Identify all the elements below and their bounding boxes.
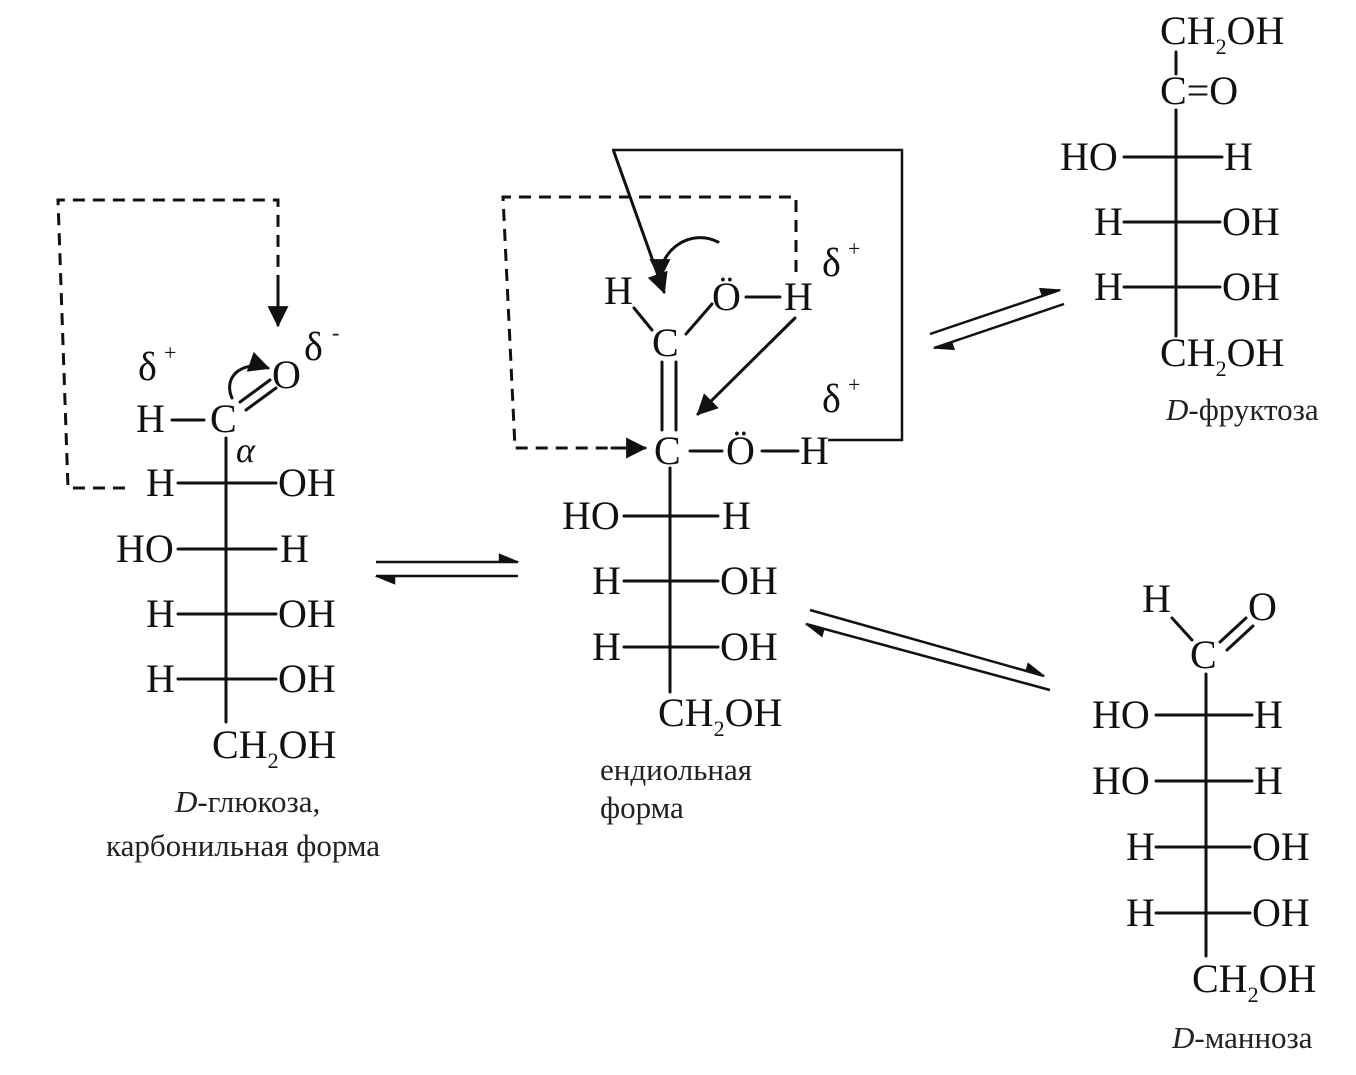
glucose-structure: δ + O δ - H C α H OH HO H H OH H OH CH2O… bbox=[56, 198, 339, 773]
glucose-delta-minus-sign: - bbox=[332, 320, 339, 345]
enediol-delta-1-sign: + bbox=[848, 236, 860, 261]
enediol-c2: C bbox=[654, 428, 681, 473]
fructose-r2-left: H bbox=[1094, 199, 1123, 244]
enediol-delta-2-sign: + bbox=[848, 372, 860, 397]
mannose-caption: D-манноза bbox=[1171, 1020, 1313, 1055]
equilibrium-arrows-2 bbox=[929, 287, 1065, 351]
fructose-r1-right: H bbox=[1224, 134, 1253, 179]
equilibrium-arrows-1 bbox=[374, 553, 520, 585]
glucose-caption-line1: D-глюкоза, bbox=[174, 784, 320, 819]
enediol-h2: H bbox=[800, 428, 829, 473]
mannose-r3-right: OH bbox=[1252, 824, 1310, 869]
glucose-c1: C bbox=[210, 396, 237, 441]
fructose-r2-right: OH bbox=[1222, 199, 1280, 244]
enediol-r1-right: H bbox=[722, 493, 751, 538]
glucose-aldehyde-h: H bbox=[136, 396, 165, 441]
enediol-r2-left: H bbox=[592, 558, 621, 603]
enediol-delta-2: δ bbox=[822, 376, 841, 421]
mannose-aldehyde-h: H bbox=[1142, 576, 1171, 621]
mannose-structure: H C O HO H HO H H OH H OH CH2OH bbox=[1092, 576, 1316, 1007]
equilibrium-arrows-3 bbox=[804, 608, 1051, 692]
mannose-r4-right: OH bbox=[1252, 890, 1310, 935]
enediol-structure: H C Ö H δ + C Ö H δ + HO H H OH H OH CH2… bbox=[501, 148, 904, 741]
enediol-h1: H bbox=[784, 274, 813, 319]
mannose-r1-left: HO bbox=[1092, 692, 1150, 737]
glucose-ch2oh: CH2OH bbox=[212, 722, 336, 773]
enediol-solid-path bbox=[612, 148, 904, 442]
enediol-dashed-path bbox=[501, 195, 798, 450]
glucose-co-bond-2 bbox=[244, 386, 278, 412]
fructose-ch2oh-top: CH2OH bbox=[1160, 8, 1284, 59]
mannose-r3-left: H bbox=[1126, 824, 1155, 869]
enediol-diagonal-arrow bbox=[696, 316, 797, 416]
fructose-caption: D-фруктоза bbox=[1165, 392, 1319, 427]
glucose-caption-line2: карбонильная форма bbox=[106, 828, 380, 863]
glucose-r2-left: HO bbox=[116, 526, 174, 571]
enediol-caption-line2: форма bbox=[600, 790, 684, 825]
enediol-r2-right: OH bbox=[720, 558, 778, 603]
enediol-r1-left: HO bbox=[562, 493, 620, 538]
fructose-r3-left: H bbox=[1094, 264, 1123, 309]
glucose-delta-plus: δ bbox=[138, 344, 157, 389]
glucose-co-bond-1 bbox=[238, 378, 272, 404]
fructose-carbonyl: C=O bbox=[1160, 68, 1238, 113]
fructose-r3-right: OH bbox=[1222, 264, 1280, 309]
mannose-r4-left: H bbox=[1126, 890, 1155, 935]
glucose-r4-left: H bbox=[146, 656, 175, 701]
enediol-ch2oh: CH2OH bbox=[658, 690, 782, 741]
glucose-alpha: α bbox=[236, 430, 256, 470]
glucose-dashed-path bbox=[56, 198, 280, 490]
glucose-r1-right: OH bbox=[278, 460, 336, 505]
glucose-r4-right: OH bbox=[278, 656, 336, 701]
glucose-carbonyl-o: O bbox=[272, 352, 301, 397]
mannose-carbonyl-o: O bbox=[1248, 584, 1277, 629]
enediol-top-h: H bbox=[604, 268, 633, 313]
glucose-r3-right: OH bbox=[278, 591, 336, 636]
fructose-ch2oh-bottom: CH2OH bbox=[1160, 330, 1284, 381]
glucose-r2-right: H bbox=[280, 526, 309, 571]
glucose-r1-left: H bbox=[146, 460, 175, 505]
enediol-r3-right: OH bbox=[720, 624, 778, 669]
enediol-o1: Ö bbox=[712, 274, 741, 319]
mannose-r1-right: H bbox=[1254, 692, 1283, 737]
fructose-r1-left: HO bbox=[1060, 134, 1118, 179]
glucose-delta-minus: δ bbox=[304, 324, 323, 369]
enediol-o2: Ö bbox=[726, 428, 755, 473]
enediol-r3-left: H bbox=[592, 624, 621, 669]
glucose-curved-arrow bbox=[228, 351, 270, 400]
glucose-delta-plus-sign: + bbox=[164, 340, 176, 365]
enediol-caption-line1: ендиольная bbox=[600, 752, 752, 787]
mannose-r2-left: HO bbox=[1092, 758, 1150, 803]
fructose-structure: CH2OH C=O HO H H OH H OH CH2OH bbox=[1060, 8, 1284, 381]
enediol-c1: C bbox=[652, 320, 679, 365]
enediol-delta-1: δ bbox=[822, 240, 841, 285]
mannose-ch2oh: CH2OH bbox=[1192, 956, 1316, 1007]
mannose-c1: C bbox=[1190, 632, 1217, 677]
mannose-r2-right: H bbox=[1254, 758, 1283, 803]
glucose-r3-left: H bbox=[146, 591, 175, 636]
enediol-curved-arrow bbox=[649, 236, 720, 281]
